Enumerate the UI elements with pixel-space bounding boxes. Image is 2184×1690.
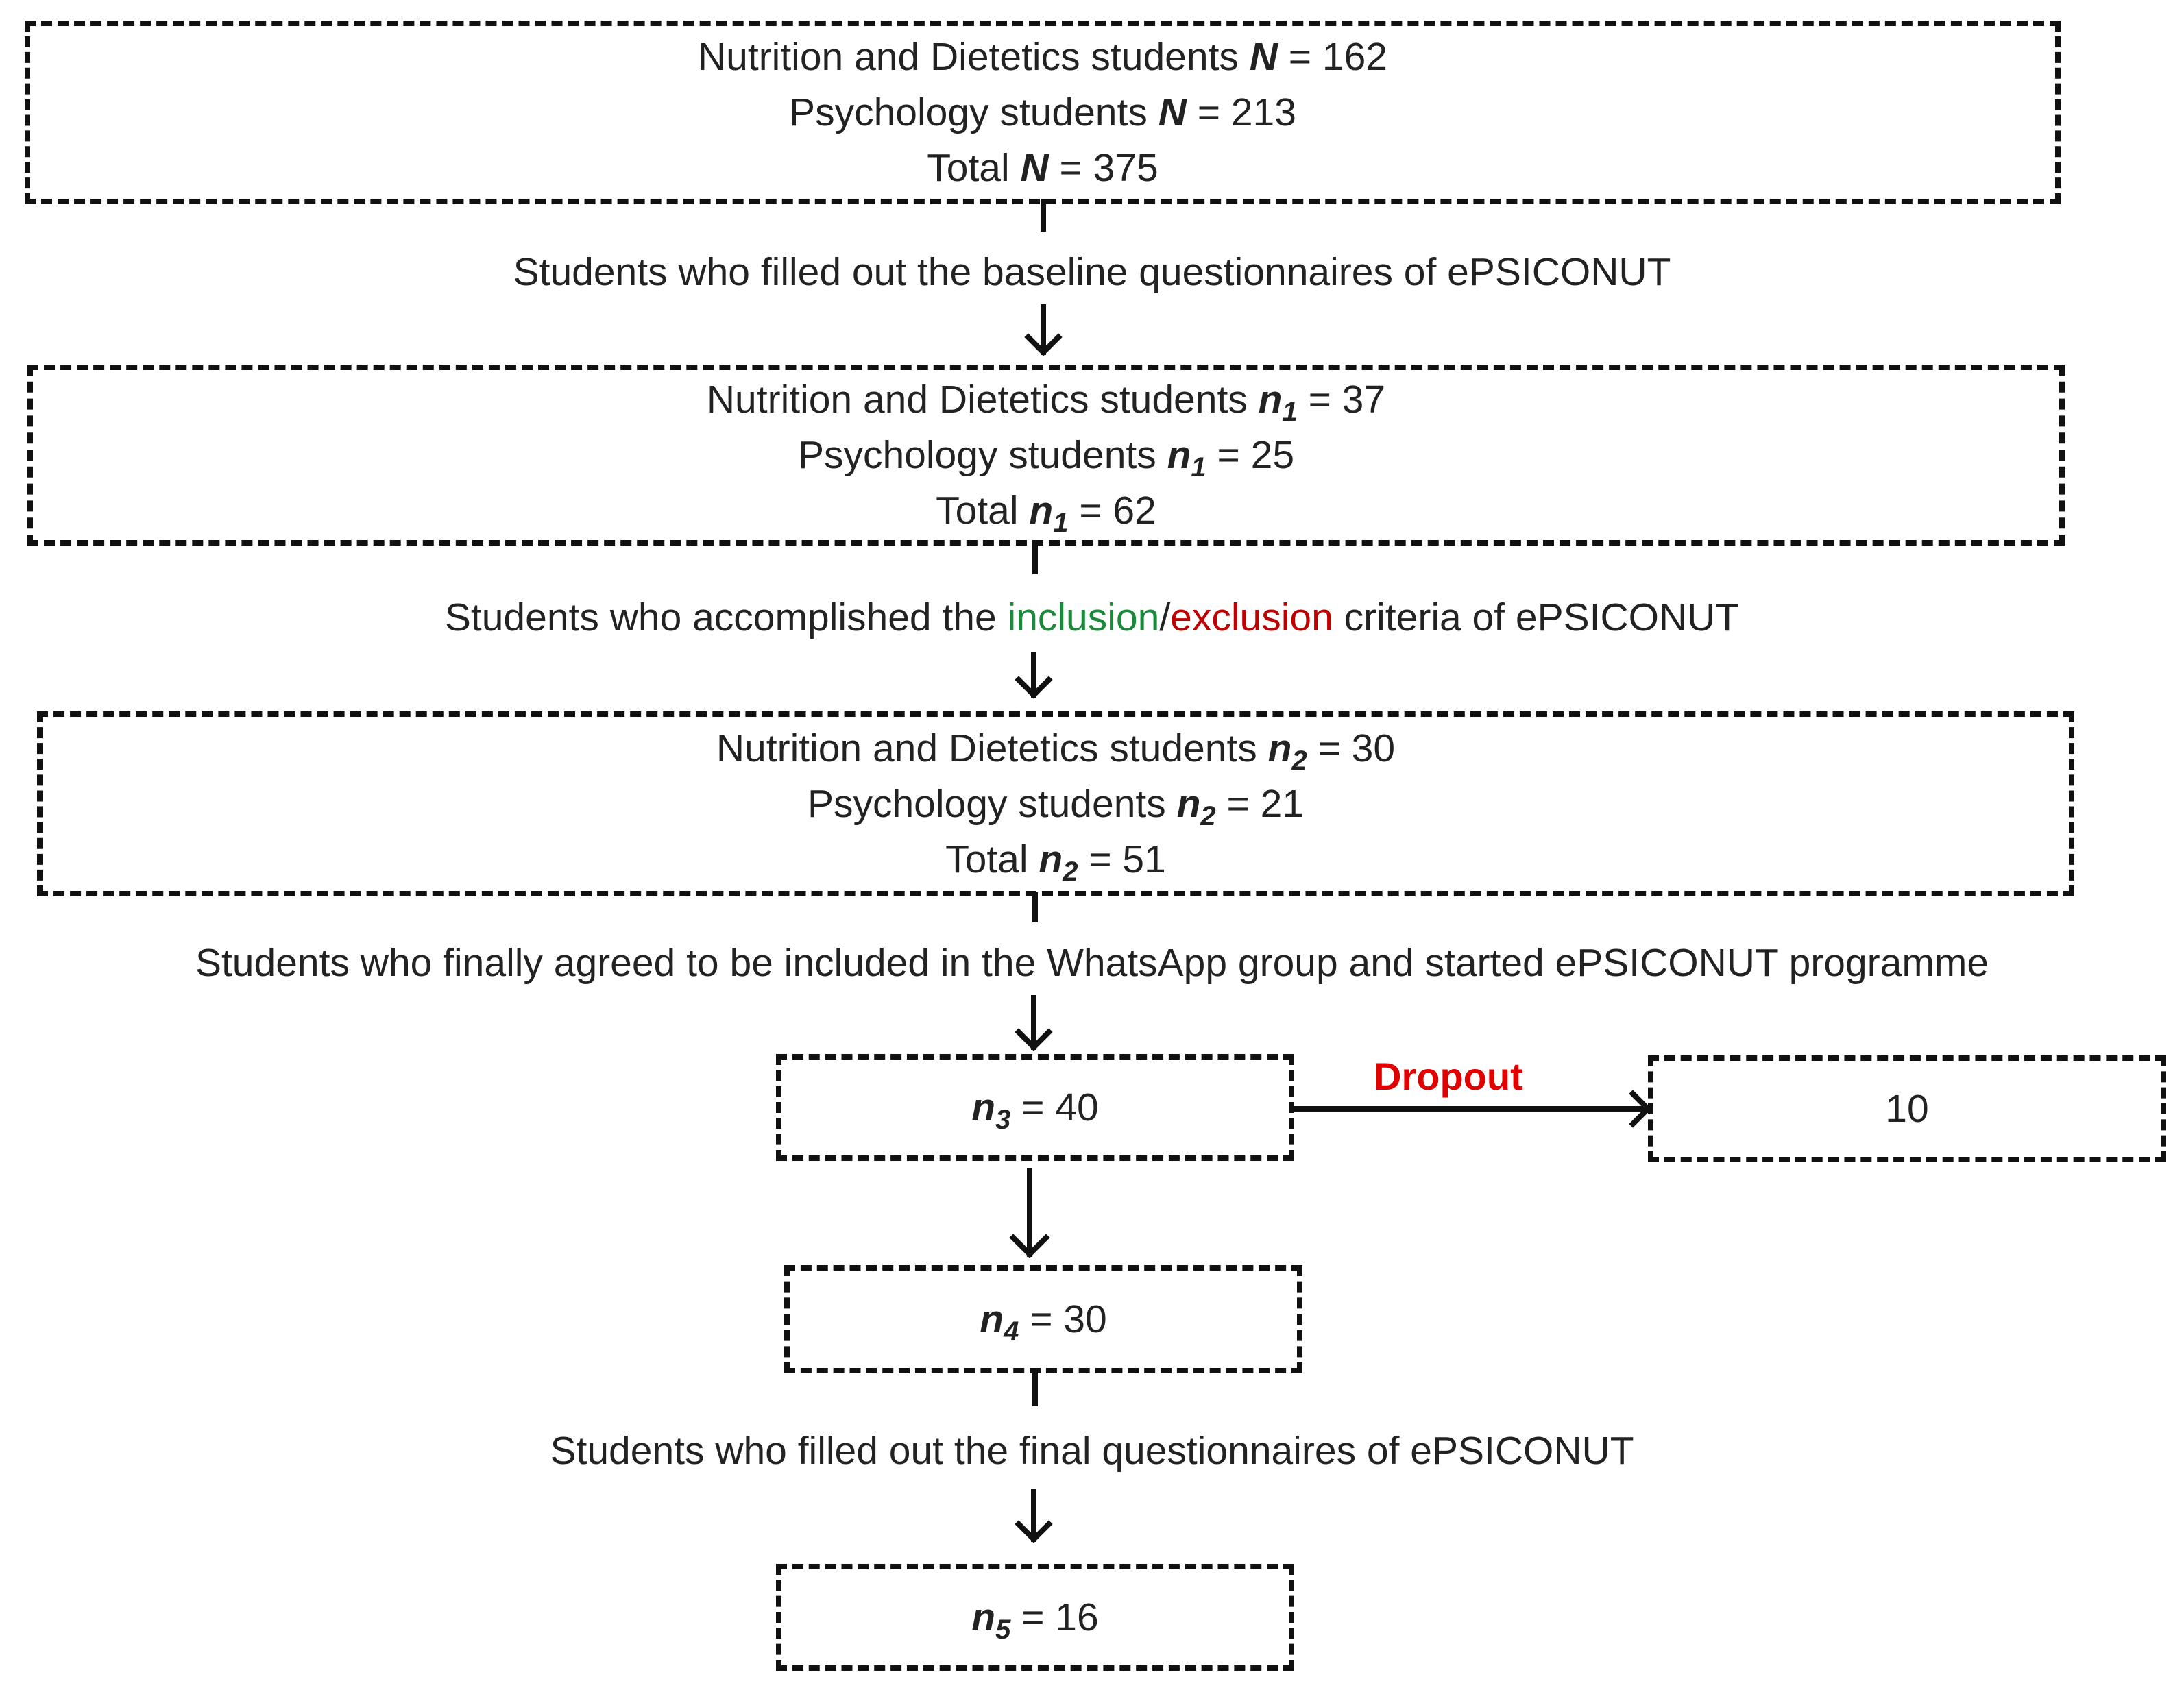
variable-N: N (1249, 34, 1278, 79)
row-label: Psychology students (797, 432, 1156, 477)
row-value: = 51 (1089, 837, 1166, 881)
dropout-count: 10 (1885, 1086, 1929, 1131)
variable-n2: n2 (1039, 837, 1078, 887)
row-label: Total (945, 837, 1028, 881)
box-n3: n3 = 40 (776, 1054, 1294, 1161)
row-psychology-N: Psychology students N = 213 (789, 85, 1296, 140)
box-n1: Nutrition and Dietetics students n1 = 37… (27, 365, 2065, 546)
row-label: Nutrition and Dietetics students (706, 377, 1248, 421)
box-total-N: Nutrition and Dietetics students N = 162… (25, 21, 2061, 204)
variable-n3: n3 (971, 1085, 1011, 1135)
row-total-n2: Total n2 = 51 (945, 832, 1166, 887)
variable-N: N (1020, 145, 1049, 190)
value-n3: = 40 (1021, 1085, 1099, 1129)
row-value: = 30 (1318, 726, 1396, 770)
row-value: = 375 (1059, 145, 1158, 190)
variable-n1: n1 (1029, 488, 1069, 538)
row-total-N: Total N = 375 (927, 140, 1158, 196)
row-label: Psychology students (807, 781, 1166, 826)
arrow-2-head (1015, 676, 1053, 699)
row-value: = 62 (1079, 488, 1156, 532)
variable-n1: n1 (1167, 432, 1206, 482)
row-total-n1: Total n1 = 62 (936, 483, 1156, 539)
caption-whatsapp: Students who finally agreed to be includ… (195, 941, 1989, 985)
box-n2: Nutrition and Dietetics students n2 = 30… (37, 711, 2074, 896)
arrow-5-head (1015, 1520, 1053, 1543)
row-label: Psychology students (789, 90, 1148, 134)
row-value: = 37 (1308, 377, 1386, 421)
row-psychology-n2: Psychology students n2 = 21 (808, 776, 1304, 832)
dropout-label: Dropout (1374, 1055, 1523, 1098)
value-n5: = 16 (1021, 1595, 1099, 1639)
box-n5: n5 = 16 (776, 1564, 1294, 1671)
variable-n4: n4 (980, 1297, 1019, 1347)
row-label: Total (936, 488, 1019, 532)
box-dropout: 10 (1648, 1055, 2166, 1162)
caption-baseline: Students who filled out the baseline que… (513, 250, 1671, 294)
row-value: = 21 (1226, 781, 1305, 826)
row-label: Total (927, 145, 1010, 190)
row-value: = 162 (1288, 34, 1387, 79)
caption-criteria: Students who accomplished the inclusion/… (444, 596, 1740, 639)
variable-n5: n5 (971, 1595, 1011, 1645)
variable-n1: n1 (1258, 377, 1298, 427)
inclusion-text: inclusion (1007, 596, 1160, 639)
caption-final: Students who filled out the final questi… (550, 1429, 1634, 1473)
value-n4: = 30 (1030, 1297, 1107, 1341)
arrow-4-head (1009, 1234, 1050, 1258)
arrow-3-head (1015, 1028, 1053, 1051)
row-psychology-n1: Psychology students n1 = 25 (798, 428, 1294, 483)
exclusion-text: exclusion (1170, 596, 1333, 639)
row-label: Nutrition and Dietetics students (716, 726, 1257, 770)
row-nutrition-n1: Nutrition and Dietetics students n1 = 37 (707, 372, 1385, 428)
row-nutrition-n2: Nutrition and Dietetics students n2 = 30 (716, 721, 1395, 776)
box-n4: n4 = 30 (784, 1265, 1302, 1373)
variable-n2: n2 (1267, 726, 1307, 776)
arrow-1-head (1024, 333, 1063, 356)
row-nutrition-N: Nutrition and Dietetics students N = 162 (698, 29, 1387, 85)
row-label: Nutrition and Dietetics students (698, 34, 1239, 79)
row-value: = 213 (1197, 90, 1296, 134)
variable-n2: n2 (1176, 781, 1216, 831)
variable-N: N (1158, 90, 1187, 134)
row-value: = 25 (1217, 432, 1295, 477)
